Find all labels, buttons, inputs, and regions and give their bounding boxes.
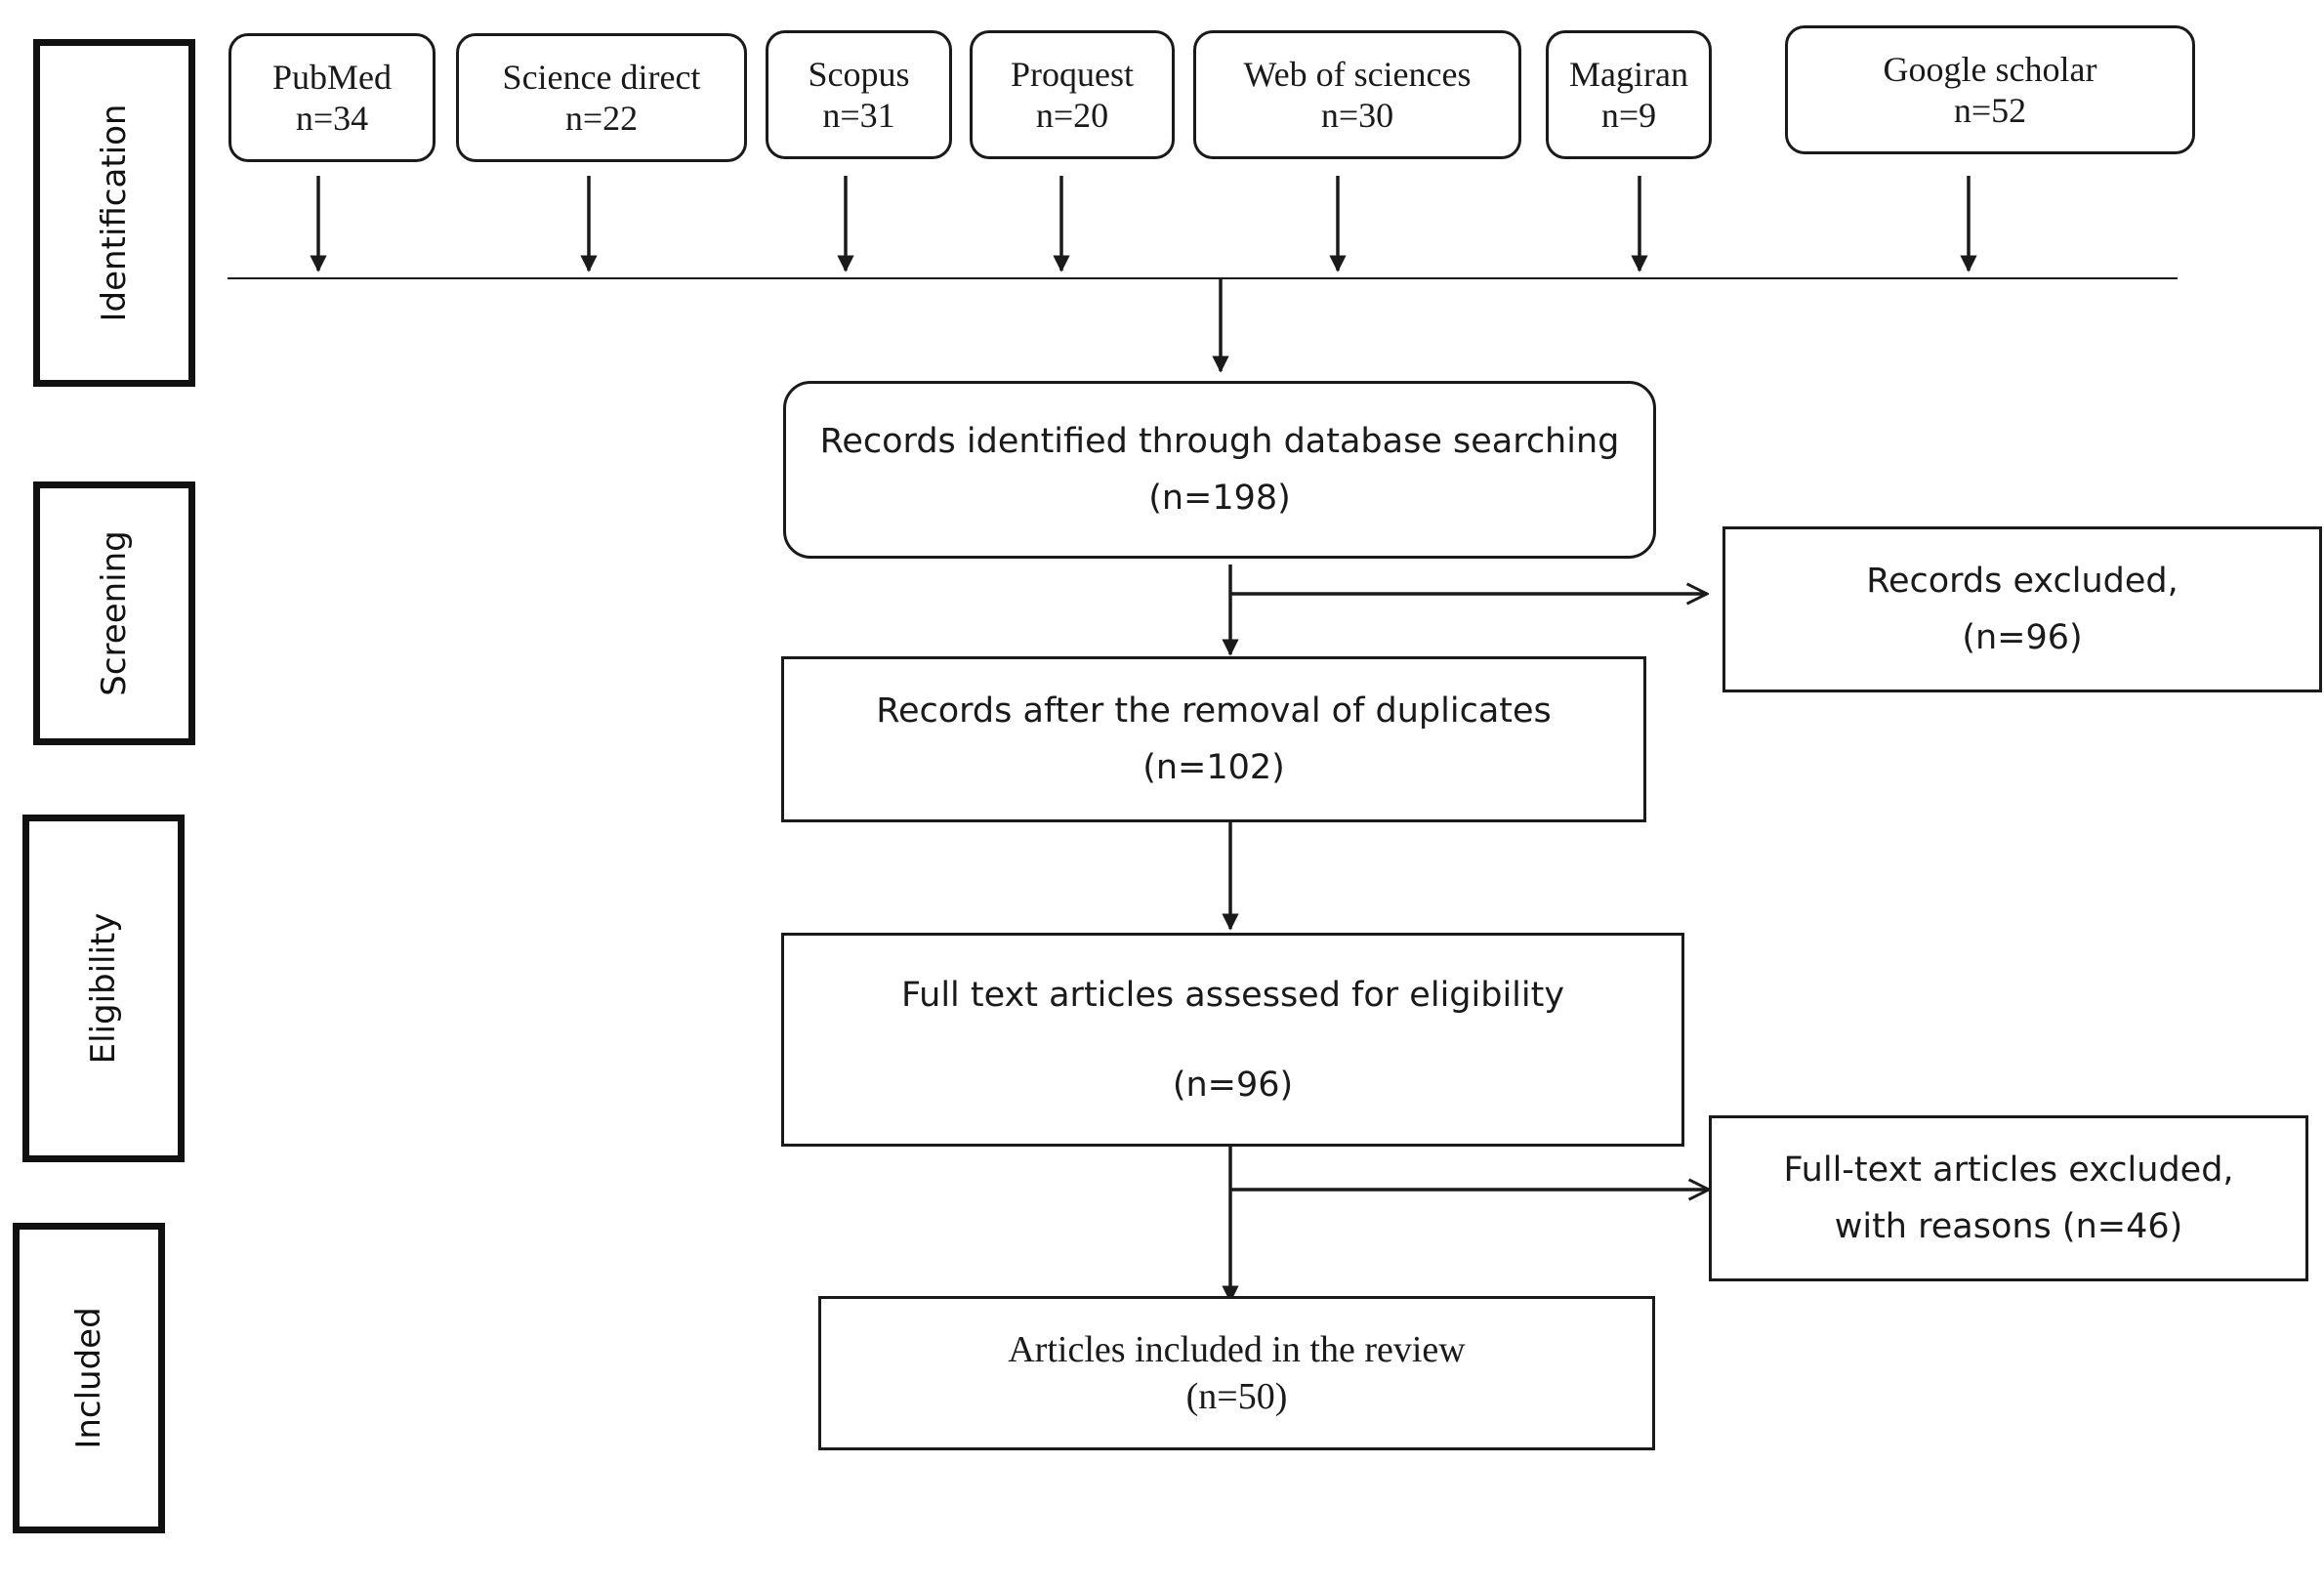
phase-eligibility: Eligibility [22, 815, 185, 1162]
database-name: Proquest [1011, 55, 1134, 94]
full-text-assessed-label: Full text articles assessed for eligibil… [900, 975, 1565, 1015]
database-count: n=9 [1600, 96, 1657, 135]
included-articles-count: (n=50) [1185, 1376, 1288, 1417]
phase-screening: Screening [33, 481, 195, 745]
database-box-proquest: Proquest n=20 [970, 30, 1175, 159]
full-text-assessed-count: (n=96) [1172, 1065, 1294, 1105]
records-identified-box: Records identified through database sear… [783, 381, 1656, 559]
full-text-excluded-box: Full-text articles excluded, with reason… [1709, 1115, 2308, 1281]
database-box-google-scholar: Google scholar n=52 [1785, 25, 2195, 154]
full-text-assessed-box: Full text articles assessed for eligibil… [781, 933, 1684, 1147]
included-articles-label: Articles included in the review [1008, 1329, 1466, 1370]
database-name: Science direct [502, 58, 701, 97]
database-name: Google scholar [1883, 50, 2097, 89]
database-count: n=22 [564, 99, 639, 138]
records-after-duplicates-label: Records after the removal of duplicates [876, 691, 1552, 731]
database-count: n=34 [295, 99, 369, 138]
database-count: n=52 [1953, 91, 2027, 130]
database-name: Magiran [1569, 55, 1688, 94]
phase-identification-label: Identification [95, 104, 134, 322]
database-name: PubMed [271, 58, 392, 97]
database-box-magiran: Magiran n=9 [1546, 30, 1712, 159]
database-box-pubmed: PubMed n=34 [228, 33, 436, 162]
database-box-science-direct: Science direct n=22 [456, 33, 747, 162]
included-articles-box: Articles included in the review (n=50) [818, 1296, 1655, 1450]
records-after-duplicates-box: Records after the removal of duplicates … [781, 656, 1646, 822]
records-identified-label: Records identified through database sear… [819, 422, 1620, 461]
records-excluded-box: Records excluded, (n=96) [1722, 526, 2322, 692]
full-text-excluded-line2: with reasons (n=46) [1834, 1207, 2183, 1246]
phase-screening-label: Screening [95, 530, 134, 696]
records-identified-count: (n=198) [1148, 479, 1291, 518]
database-count: n=20 [1035, 96, 1109, 135]
database-name: Web of sciences [1243, 55, 1472, 94]
phase-included-label: Included [69, 1307, 108, 1449]
records-excluded-count: (n=96) [1962, 618, 2083, 657]
phase-identification: Identification [33, 39, 195, 387]
records-excluded-label: Records excluded, [1866, 562, 2179, 601]
full-text-excluded-line1: Full-text articles excluded, [1783, 1151, 2234, 1190]
database-count: n=30 [1320, 96, 1394, 135]
database-name: Scopus [808, 55, 910, 94]
database-box-scopus: Scopus n=31 [766, 30, 952, 159]
database-count: n=31 [822, 96, 895, 135]
phase-eligibility-label: Eligibility [84, 912, 123, 1065]
phase-included: Included [13, 1223, 165, 1533]
database-box-web-of-sciences: Web of sciences n=30 [1193, 30, 1521, 159]
records-after-duplicates-count: (n=102) [1142, 748, 1285, 787]
